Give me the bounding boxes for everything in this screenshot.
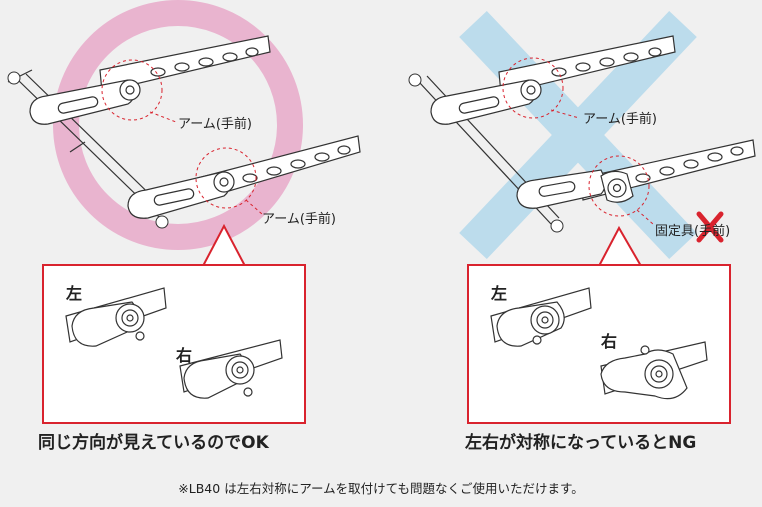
ok-circle-mark [53,0,303,250]
arm-label-upper: アーム(手前) [178,117,252,132]
inset-label-left: 左 [491,284,508,303]
dashed-circle-upper [502,57,564,119]
lower-arm [516,169,634,209]
footnote: ※LB40 は左右対称にアームを取付けても問題なくご使用いただけます。 [178,481,584,496]
rod-end-cap-top [408,73,422,87]
arm-label-lower: アーム(手前) [262,212,336,227]
inset-illustration [65,287,283,399]
upper-arm [430,79,542,125]
rod-end-cap-bottom [155,215,169,229]
rod-end-cap-top [7,71,21,85]
ok-caption: 同じ方向が見えているのでOK [38,433,269,453]
upper-arm [29,79,141,125]
ok-illustration [7,0,361,267]
dashed-circle-lower [588,155,650,217]
ok-example-panel: アーム(手前) アーム(手前) 左 右 同じ方向が見えているのでOK [0,0,381,453]
arm-label-upper: アーム(手前) [583,112,657,127]
ng-cross-mark [459,10,697,260]
callout-pointer [202,223,246,267]
callout-pointer [598,225,642,267]
dashed-circle-lower [195,147,257,209]
ng-caption: 左右が対称になっているとNG [465,433,697,453]
rod-end-cap-bottom [550,219,564,233]
fixture-label: 固定具(手前) [655,224,731,239]
lower-arm [127,171,235,219]
dashed-circle-upper [101,59,163,121]
inset-label-left: 左 [66,284,83,303]
ng-example-panel: アーム(手前) 固定具(手前) 左 右 左右が対称になっているとNG [381,0,762,453]
ng-x-icon [696,211,724,243]
comparison-inset-box: 左 右 [467,264,731,424]
inset-label-right: 右 [601,332,618,351]
inset-label-right: 右 [176,346,193,365]
inset-illustration [490,287,708,400]
ng-illustration [408,10,756,267]
comparison-inset-box: 左 右 [42,264,306,424]
